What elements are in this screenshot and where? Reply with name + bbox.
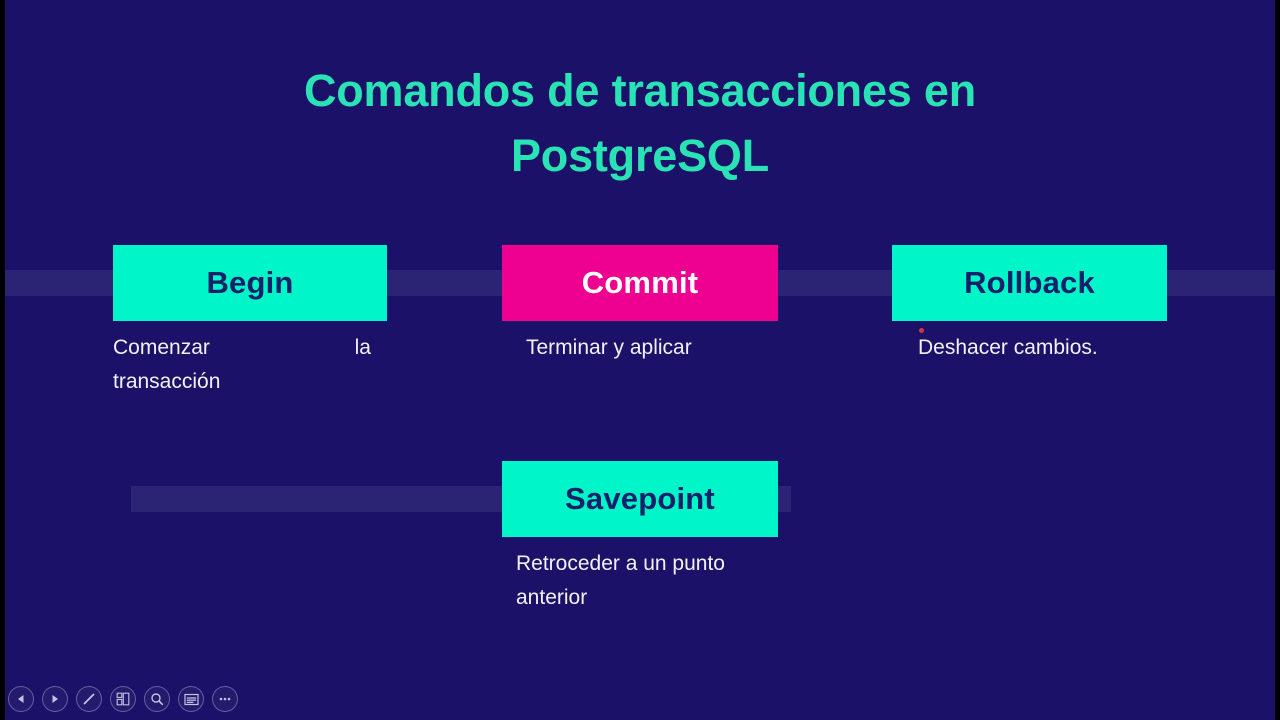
command-card-savepoint[interactable]: Savepoint Retroceder a un punto anterior	[502, 461, 778, 614]
zoom-magnifier-icon	[150, 692, 164, 706]
pen-button[interactable]	[76, 686, 102, 712]
previous-slide-icon	[15, 693, 27, 705]
letterbox-bar-right	[1275, 0, 1280, 720]
command-chip-begin[interactable]: Begin	[113, 245, 387, 321]
command-card-begin[interactable]: Begin Comenzar la transacción	[113, 245, 387, 398]
command-description-commit: Terminar y aplicar	[526, 336, 692, 359]
more-options-icon	[218, 696, 232, 702]
command-description-savepoint-line-2: anterior	[516, 585, 588, 609]
slide-title: Comandos de transacciones en PostgreSQL	[303, 65, 977, 182]
command-chip-commit[interactable]: Commit	[502, 245, 778, 321]
command-description-rollback: Deshacer cambios.	[892, 328, 1167, 365]
subtitles-button[interactable]	[178, 686, 204, 712]
command-description-rollback-text: Deshacer cambios.	[918, 336, 1098, 359]
letterbox-bar-left	[0, 0, 5, 720]
command-description-begin: Comenzar la transacción	[113, 331, 371, 398]
more-options-button[interactable]	[212, 686, 238, 712]
slide-grid-button[interactable]	[110, 686, 136, 712]
command-chip-savepoint[interactable]: Savepoint	[502, 461, 778, 537]
command-chip-rollback[interactable]: Rollback	[892, 245, 1167, 321]
subtitles-icon	[183, 693, 199, 706]
slide-grid-icon	[116, 692, 130, 706]
command-description-begin-line-2: transacción	[113, 369, 221, 393]
next-slide-button[interactable]	[42, 686, 68, 712]
command-card-rollback[interactable]: Rollback Deshacer cambios.	[892, 245, 1167, 365]
command-description-savepoint: Retroceder a un punto anterior	[502, 547, 792, 614]
previous-slide-button[interactable]	[8, 686, 34, 712]
presenter-toolbar	[8, 686, 238, 712]
command-card-commit[interactable]: Commit Terminar y aplicar	[502, 245, 778, 365]
spellcheck-mark-icon	[919, 328, 924, 333]
command-description-savepoint-line-1: Retroceder a un punto	[516, 552, 725, 575]
pen-icon	[82, 692, 96, 706]
next-slide-icon	[49, 693, 61, 705]
zoom-magnifier-button[interactable]	[144, 686, 170, 712]
command-description-begin-line-1: Comenzar la	[113, 336, 371, 359]
